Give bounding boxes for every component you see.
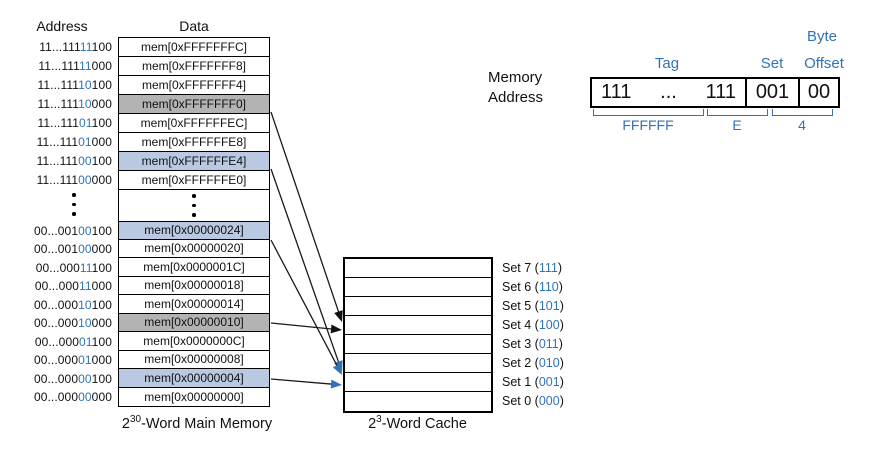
set-field: 001 <box>745 79 798 106</box>
cache-set-label: Set 2 (010) <box>502 356 564 370</box>
memory-address-binary: 11...11110100 <box>37 77 112 92</box>
tag-label: Tag <box>654 55 680 72</box>
mapping-arrow <box>270 111 341 315</box>
offset-label: Offset <box>804 55 844 72</box>
hex-group-label: E <box>732 117 742 133</box>
vertical-ellipsis <box>72 193 76 216</box>
hex-bracket <box>707 109 768 116</box>
arrow-head <box>330 324 342 334</box>
arrow-head <box>330 379 342 389</box>
memory-cell: mem[0xFFFFFFFC] <box>119 38 269 57</box>
byte-offset-field: 00 <box>798 79 838 106</box>
memory-address-binary: 11...11101000 <box>36 134 112 149</box>
memory-address-binary: 00...00011100 <box>35 260 112 275</box>
address-breakdown-box: 111 ... 111 001 00 <box>590 77 840 108</box>
cache-set-label: Set 1 (001) <box>502 375 564 389</box>
hex-group-label: 4 <box>798 117 806 133</box>
memory-address-binary: 00...00010000 <box>33 316 112 330</box>
memory-cell: mem[0xFFFFFFE4] <box>119 152 269 171</box>
memory-address-binary: 11...11110000 <box>37 96 112 111</box>
memory-address-binary: 00...00010100 <box>33 297 112 312</box>
cache-set-row <box>345 297 491 316</box>
memory-address-binary: 00...00100100 <box>33 223 112 238</box>
memory-address-binary: 11...11100000 <box>36 172 112 187</box>
set-label: Set <box>760 55 784 72</box>
arrow-head <box>334 360 343 372</box>
memory-cell: mem[0x0000001C] <box>119 258 269 277</box>
memory-cell: mem[0xFFFFFFE8] <box>119 133 269 152</box>
memory-cell: mem[0xFFFFFFF0] <box>119 95 269 114</box>
cache-set-label: Set 7 (111) <box>502 261 563 275</box>
cache-set-label: Set 0 (000) <box>502 394 564 408</box>
cache-set-row <box>345 392 491 411</box>
cache-caption: 23-Word Cache <box>368 414 467 432</box>
memory-address-binary: 11...11111100 <box>39 39 112 54</box>
memory-cell: mem[0xFFFFFFF4] <box>119 76 269 95</box>
hex-bracket <box>593 109 704 116</box>
memory-address-label: Memory Address <box>488 69 544 106</box>
memory-ellipsis <box>119 190 269 221</box>
arrow-head <box>332 363 342 375</box>
tag-field: 111 ... 111 <box>601 81 736 103</box>
hex-group-label: FFFFFF <box>622 117 674 133</box>
cache-set-label: Set 4 (100) <box>502 318 564 332</box>
memory-cell: mem[0x00000014] <box>119 295 269 314</box>
memory-address-binary: 11...11111000 <box>38 58 112 73</box>
memory-cell: mem[0x00000010] <box>119 313 269 332</box>
address-column-header: Address <box>36 18 88 34</box>
memory-address-binary: 00...00011000 <box>34 279 112 293</box>
cache-set-label: Set 5 (101) <box>502 299 564 313</box>
main-memory-caption: 230-Word Main Memory <box>121 414 273 432</box>
cache-set-label: Set 6 (110) <box>502 280 563 294</box>
memory-address-binary: 00...00000100 <box>33 371 112 386</box>
memory-cell: mem[0x00000020] <box>119 239 269 258</box>
main-memory-table: mem[0xFFFFFFFC]mem[0xFFFFFFF8]mem[0xFFFF… <box>118 37 270 407</box>
cache-table <box>343 257 493 413</box>
memory-cell: mem[0x0000000C] <box>119 332 269 351</box>
arrow-head <box>334 310 343 322</box>
memory-cell: mem[0x00000008] <box>119 350 269 369</box>
cache-set-label: Set 3 (011) <box>502 337 563 351</box>
data-column-header: Data <box>179 18 209 34</box>
byte-label: Byte <box>806 28 838 45</box>
memory-cell: mem[0x00000000] <box>119 387 269 406</box>
memory-cell: mem[0xFFFFFFEC] <box>119 114 269 133</box>
mapping-arrow <box>270 239 339 369</box>
cache-set-row <box>345 316 491 335</box>
cache-set-row <box>345 278 491 297</box>
mapping-arrow <box>270 168 340 365</box>
memory-cell: mem[0xFFFFFFF8] <box>119 57 269 76</box>
mapping-arrow <box>270 378 335 385</box>
cache-set-row <box>345 354 491 373</box>
cache-set-row <box>345 335 491 354</box>
memory-address-binary: 00...00001100 <box>34 334 112 349</box>
memory-cell: mem[0x00000004] <box>119 369 269 388</box>
memory-address-binary: 00...00001000 <box>33 353 112 367</box>
memory-address-binary: 00...00100000 <box>33 242 112 256</box>
cache-set-row <box>345 373 491 392</box>
memory-address-binary: 00...00000000 <box>33 390 112 404</box>
memory-cell: mem[0xFFFFFFE0] <box>119 171 269 190</box>
memory-cell: mem[0x00000018] <box>119 276 269 295</box>
cache-set-row <box>345 259 491 278</box>
hex-bracket <box>772 109 833 116</box>
memory-address-binary: 11...11100100 <box>36 153 112 168</box>
mapping-arrow <box>270 322 335 330</box>
memory-cell: mem[0x00000024] <box>119 221 269 240</box>
memory-address-binary: 11...11101100 <box>37 115 112 130</box>
